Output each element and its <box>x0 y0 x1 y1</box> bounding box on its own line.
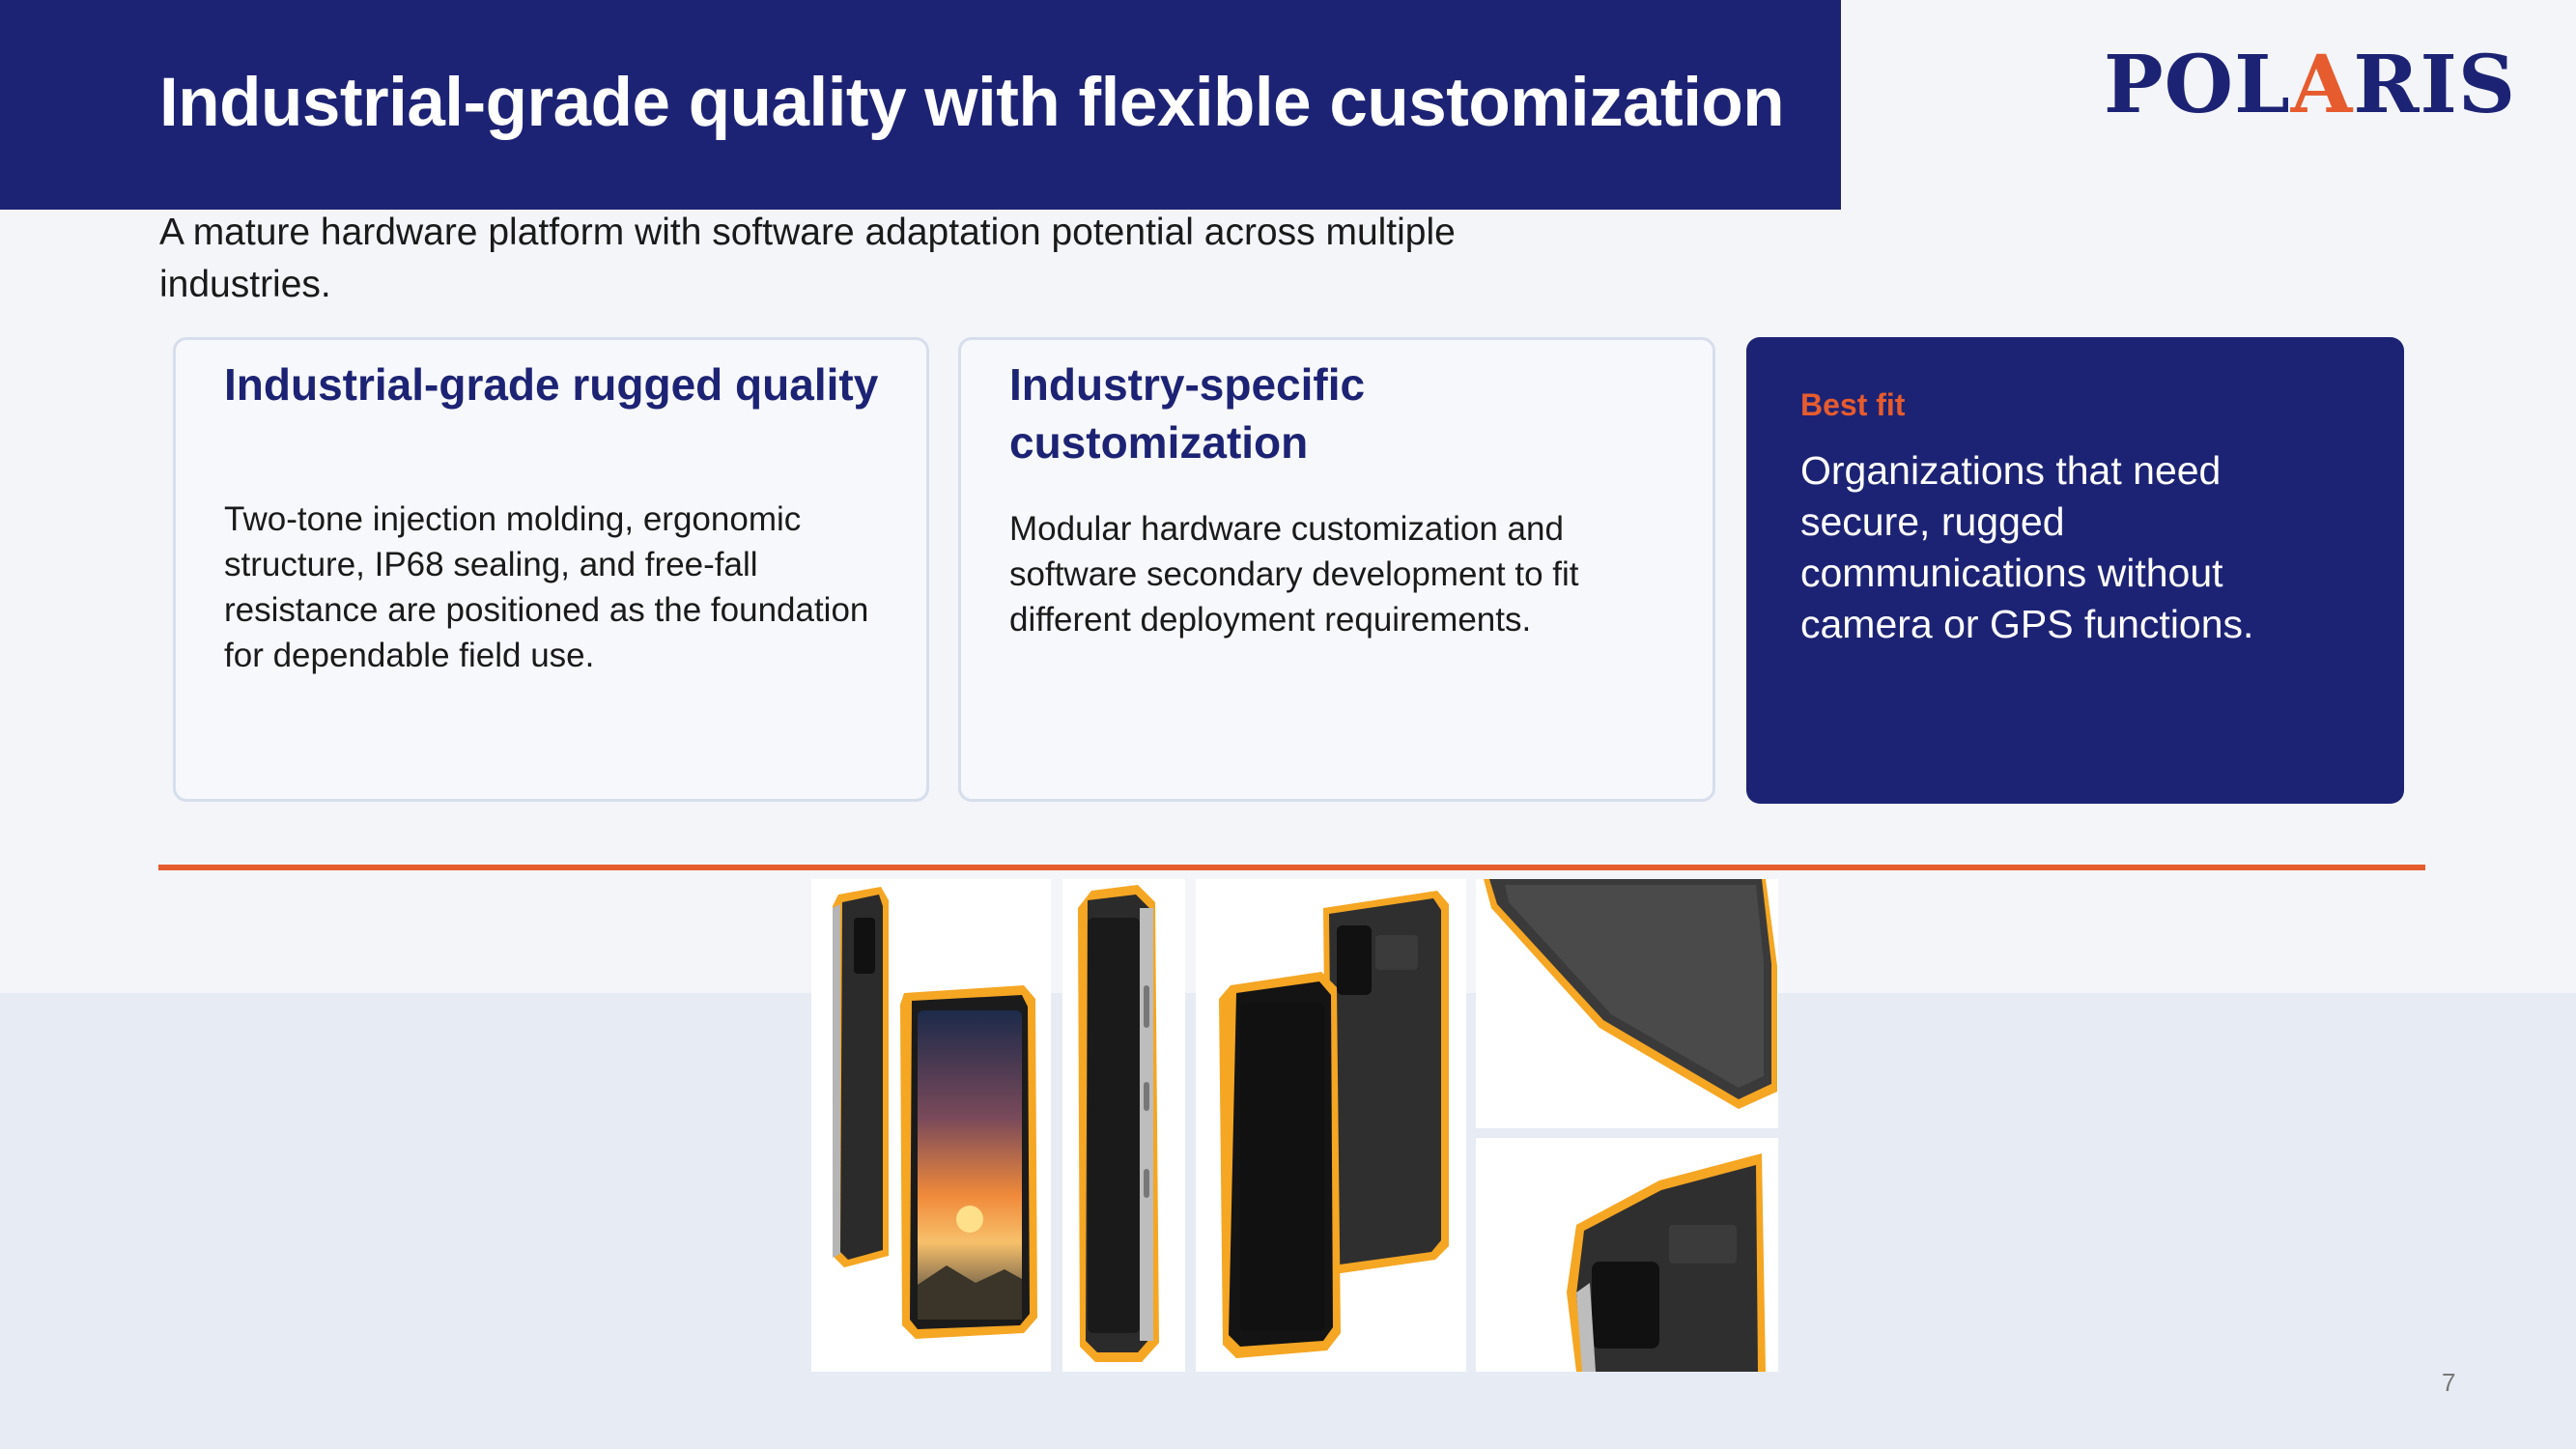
feature-card-rugged-quality: Industrial-grade rugged quality Two-tone… <box>173 337 929 802</box>
phone-three-quarter-illustration <box>1219 891 1449 1358</box>
page-number: 7 <box>2442 1368 2456 1397</box>
best-fit-text: Organizations that need secure, rugged c… <box>1800 448 2254 646</box>
product-photo-front-back <box>811 879 1051 1372</box>
card-body: Two-tone injection molding, ergonomic st… <box>224 500 869 674</box>
best-fit-label: Best fit <box>1800 387 1906 422</box>
page-subtitle: A mature hardware platform with software… <box>159 212 1456 305</box>
phone-angled-top-illustration <box>1484 879 1777 1109</box>
section-divider <box>158 865 2425 870</box>
phone-corner-detail-illustration <box>1567 1153 1766 1372</box>
feature-card-customization: Industry-specific customization Modular … <box>958 337 1715 802</box>
logo-text-accent: A <box>2290 39 2354 131</box>
product-photo-three-quarter <box>1196 879 1466 1372</box>
best-fit-card: Best fit Organizations that need secure,… <box>1746 337 2404 804</box>
logo-text-start: POL <box>2104 39 2291 131</box>
title-bar: Industrial-grade quality with flexible c… <box>0 0 1841 210</box>
logo-text-end: RIS <box>2353 39 2517 131</box>
card-title: Industrial-grade rugged quality <box>224 359 879 410</box>
card-body: Modular hardware customization and softw… <box>1009 510 1579 639</box>
product-photo-side <box>1062 879 1185 1372</box>
polaris-logo: POLARIS <box>2104 39 2516 131</box>
phone-front-back-illustration <box>833 887 1037 1339</box>
card-title: Industry-specific customization <box>1009 359 1366 468</box>
product-photo-angled-top <box>1476 879 1778 1128</box>
phone-side-illustration <box>1078 885 1159 1362</box>
page-title: Industrial-grade quality with flexible c… <box>159 65 1785 141</box>
product-photo-corner-detail <box>1476 1138 1778 1372</box>
